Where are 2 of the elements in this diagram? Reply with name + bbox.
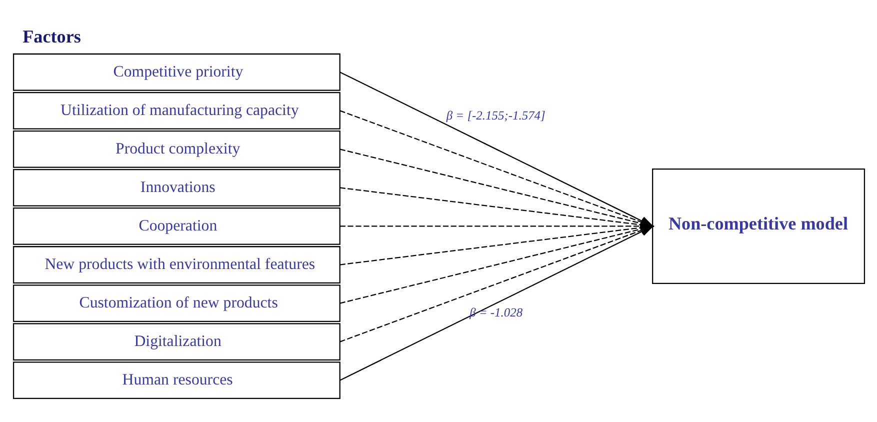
diagram-title: Factors [22,26,80,46]
edge-label: β = [-2.155;-1.574] [446,108,545,122]
